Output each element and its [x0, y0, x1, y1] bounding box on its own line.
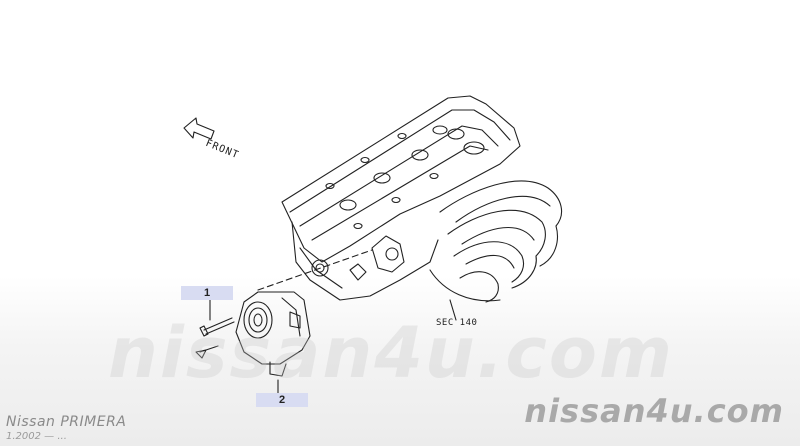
engine-block: [291, 221, 439, 301]
section-leader-line: [449, 299, 457, 321]
bolt-part: [199, 317, 235, 337]
throttle-body: [235, 291, 311, 377]
model-title: Nissan PRIMERA: [6, 414, 127, 430]
part-callout-1[interactable]: 1: [181, 286, 233, 300]
front-arrow-icon: [183, 117, 215, 140]
watermark-footer: nissan4u.com: [524, 392, 784, 430]
part-callout-2[interactable]: 2: [256, 393, 308, 407]
section-reference-label: SEC 140: [436, 318, 478, 328]
screw-part: [195, 345, 219, 359]
alignment-dashed-line: [257, 249, 373, 291]
intake-manifold: [429, 180, 563, 303]
cylinder-head: [281, 95, 521, 263]
model-date-range: 1.2002 — ...: [6, 431, 67, 442]
watermark-center: nissan4u.com: [108, 312, 674, 394]
